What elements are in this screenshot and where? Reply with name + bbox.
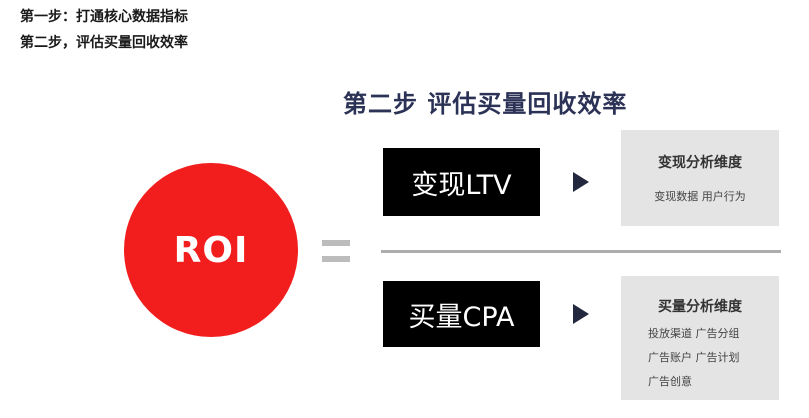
ltv-panel-title: 变现分析维度 (658, 155, 742, 171)
cpa-box: 买量CPA (383, 281, 540, 347)
fraction-divider (381, 250, 781, 253)
cpa-label: 买量CPA (408, 301, 515, 333)
step-two-text: 第二步，评估买量回收效率 (20, 35, 188, 51)
triangle-arrow-icon (573, 172, 589, 192)
equals-sign-bottom-bar (322, 256, 350, 262)
roi-label: ROI (173, 229, 249, 271)
cpa-panel-item: 广告账户 广告计划 (648, 351, 740, 364)
cpa-panel-title: 买量分析维度 (658, 299, 742, 315)
ltv-panel-item: 变现数据 用户行为 (654, 190, 746, 203)
ltv-box: 变现LTV (383, 148, 540, 216)
ltv-analysis-panel: 变现分析维度 变现数据 用户行为 (621, 130, 779, 226)
cpa-analysis-panel: 买量分析维度 投放渠道 广告分组 广告账户 广告计划 广告创意 (621, 276, 779, 400)
triangle-arrow-icon (573, 304, 589, 324)
ltv-label: 变现LTV (411, 169, 512, 201)
step-one-text: 第一步：打通核心数据指标 (20, 9, 188, 25)
cpa-panel-item: 广告创意 (648, 375, 692, 388)
equals-sign-top-bar (322, 240, 350, 246)
cpa-panel-item: 投放渠道 广告分组 (648, 327, 740, 340)
diagram-heading: 第二步 评估买量回收效率 (343, 90, 628, 118)
roi-circle: ROI (124, 163, 298, 337)
